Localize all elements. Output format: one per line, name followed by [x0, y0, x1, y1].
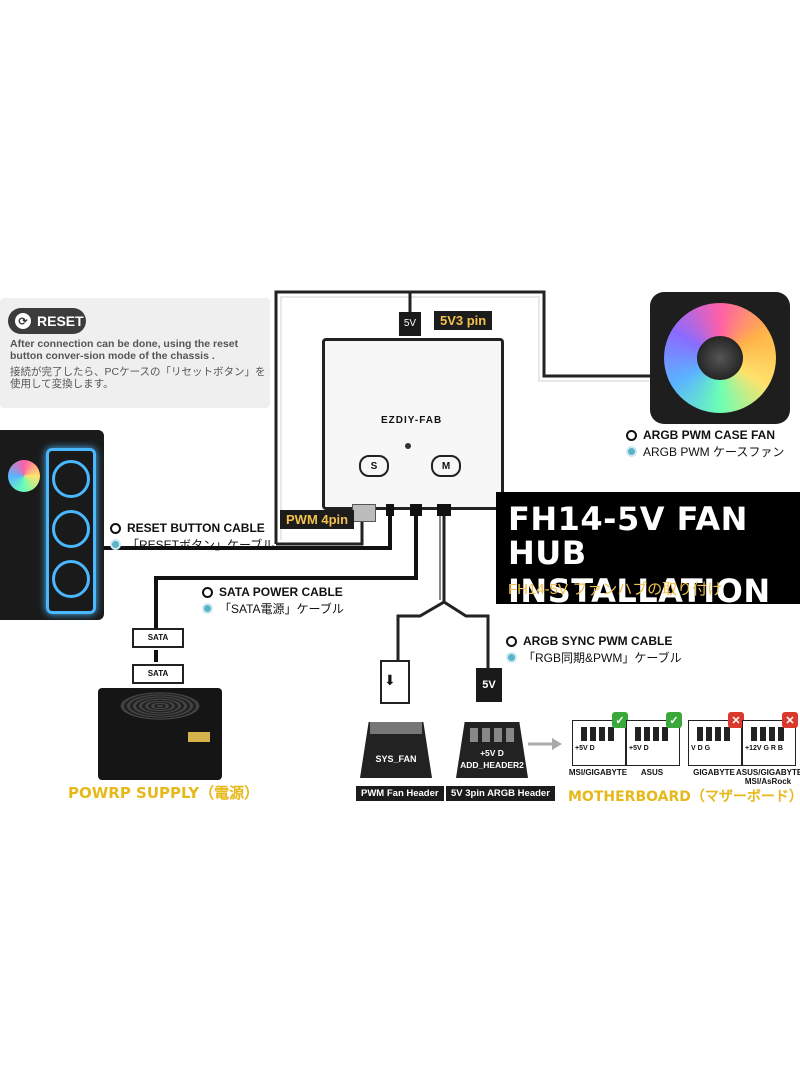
label-reset-cable-en-text: RESET BUTTON CABLE	[127, 521, 265, 535]
fan-hub: EZDIY-FAB S M	[322, 338, 504, 510]
sys-fan-header: SYS_FAN	[360, 722, 432, 778]
reset-instructions: After connection can be done, using the …	[10, 338, 268, 390]
sata-tag-top: SATA	[147, 633, 169, 642]
pwm-fan-connector	[380, 660, 410, 704]
reset-text-en: After connection can be done, using the …	[10, 338, 239, 362]
power-supply-image	[98, 688, 222, 780]
motherboard-card-pins: V D G	[691, 745, 711, 752]
motherboard-card-label: ASUS	[640, 768, 664, 777]
motherboard-card-pins: +5V D	[629, 745, 649, 752]
label-sata-en: SATA POWER CABLE	[202, 585, 343, 599]
sys-fan-label: SYS_FAN	[375, 754, 417, 764]
motherboard-card-label: GIGABYTE	[693, 768, 735, 777]
hub-button-s-label: S	[370, 460, 378, 472]
cross-icon: ✕	[728, 712, 744, 728]
label-sata-jp: 「SATA電源」ケーブル	[202, 600, 344, 617]
label-reset-cable-jp-text: 「RESETボタン」ケーブル	[127, 538, 275, 552]
argb-connector-label: 5V	[482, 679, 496, 691]
title-subtitle: FH14-5V ファンハブの取り付け	[508, 581, 723, 598]
tag-5v3pin: 5V3 pin	[434, 311, 493, 330]
pwm-fan-header-label: PWM Fan Header	[356, 786, 444, 801]
motherboard-card-label: ASUS/GIGABYTE MSI/AsRock	[736, 768, 800, 786]
tag-pwm4pin: PWM 4pin	[280, 510, 355, 529]
sata-tag-bottom: SATA	[147, 669, 169, 678]
label-reset-cable-jp: 「RESETボタン」ケーブル	[110, 536, 274, 553]
label-fan-en-text: ARGB PWM CASE FAN	[643, 428, 775, 442]
sata-connector-bottom: SATA	[132, 664, 184, 684]
argb-header: +5V D ADD_HEADER2	[456, 722, 528, 778]
label-fan-jp: ARGB PWM ケースファン	[626, 443, 784, 460]
label-argb-jp: 「RGB同期&PWM」ケーブル	[506, 649, 682, 666]
hub-5v-port-label: 5V	[403, 318, 417, 329]
reset-button[interactable]: ⟳ RESET	[8, 308, 86, 334]
hub-reset-port	[386, 504, 394, 516]
hub-logo: EZDIY-FAB	[381, 415, 443, 426]
reset-text-jp: 接続が完了したら、PCケースの「リセットボタン」を使用して変換します。	[10, 366, 266, 390]
sata-connector-top: SATA	[132, 628, 184, 648]
label-fan-en: ARGB PWM CASE FAN	[626, 428, 775, 442]
label-reset-cable-en: RESET BUTTON CABLE	[110, 521, 265, 535]
motherboard-label: MOTHERBOARD（マザーボード）	[568, 789, 800, 805]
add-header-label: ADD_HEADER2	[460, 760, 524, 770]
reset-icon: ⟳	[15, 313, 31, 329]
hub-button-m-label: M	[441, 460, 451, 472]
down-arrow-icon: ⬇	[384, 672, 396, 688]
power-supply-label: POWRP SUPPLY（電源）	[68, 784, 260, 802]
reset-label: RESET	[37, 313, 84, 329]
hub-button-s[interactable]: S	[359, 455, 389, 477]
hub-led-icon	[405, 443, 411, 449]
label-argb-en-text: ARGB SYNC PWM CABLE	[523, 634, 673, 648]
motherboard-card-pins: +12V G R B	[745, 745, 783, 752]
check-icon: ✓	[612, 712, 628, 728]
add-header-top-label: +5V D	[480, 748, 504, 758]
label-argb-en: ARGB SYNC PWM CABLE	[506, 634, 672, 648]
hub-sata-port	[410, 504, 422, 516]
label-argb-jp-text: 「RGB同期&PWM」ケーブル	[523, 651, 682, 665]
fan-center-hub	[697, 336, 743, 380]
motherboard-card-label: MSI/GIGABYTE	[568, 768, 628, 777]
motherboard-card-pins: +5V D	[575, 745, 595, 752]
check-icon: ✓	[666, 712, 682, 728]
hub-button-m[interactable]: M	[431, 455, 461, 477]
argb-connector: 5V	[476, 668, 502, 702]
title-line1: FH14-5V FAN	[508, 500, 748, 538]
label-fan-jp-text: ARGB PWM ケースファン	[643, 445, 785, 459]
pc-case-image	[0, 430, 104, 620]
hub-5v-port: 5V	[399, 312, 421, 336]
cross-icon: ✕	[782, 712, 798, 728]
argb-header-label: 5V 3pin ARGB Header	[446, 786, 555, 801]
title-panel: FH14-5V FAN HUB INSTALLATION FH14-5V ファン…	[496, 492, 800, 610]
label-sata-en-text: SATA POWER CABLE	[219, 585, 343, 599]
hub-pwm-port	[352, 504, 376, 522]
title-line2: HUB INSTALLATION	[508, 534, 771, 610]
hub-argb-port	[437, 504, 451, 516]
label-sata-jp-text: 「SATA電源」ケーブル	[219, 602, 344, 616]
